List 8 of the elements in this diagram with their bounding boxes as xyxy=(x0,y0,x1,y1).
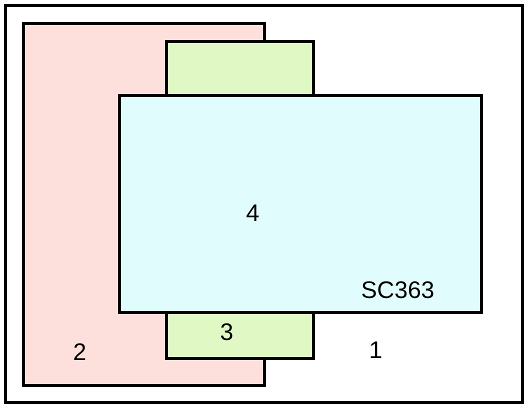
region-box xyxy=(4,4,524,404)
region-box xyxy=(118,94,483,314)
region-box xyxy=(165,314,315,360)
region-code: SC363 xyxy=(361,277,434,305)
region-number: 3 xyxy=(220,319,234,347)
region-number: 1 xyxy=(369,337,382,365)
region-number: 2 xyxy=(73,339,86,367)
region-number: 4 xyxy=(246,200,260,228)
